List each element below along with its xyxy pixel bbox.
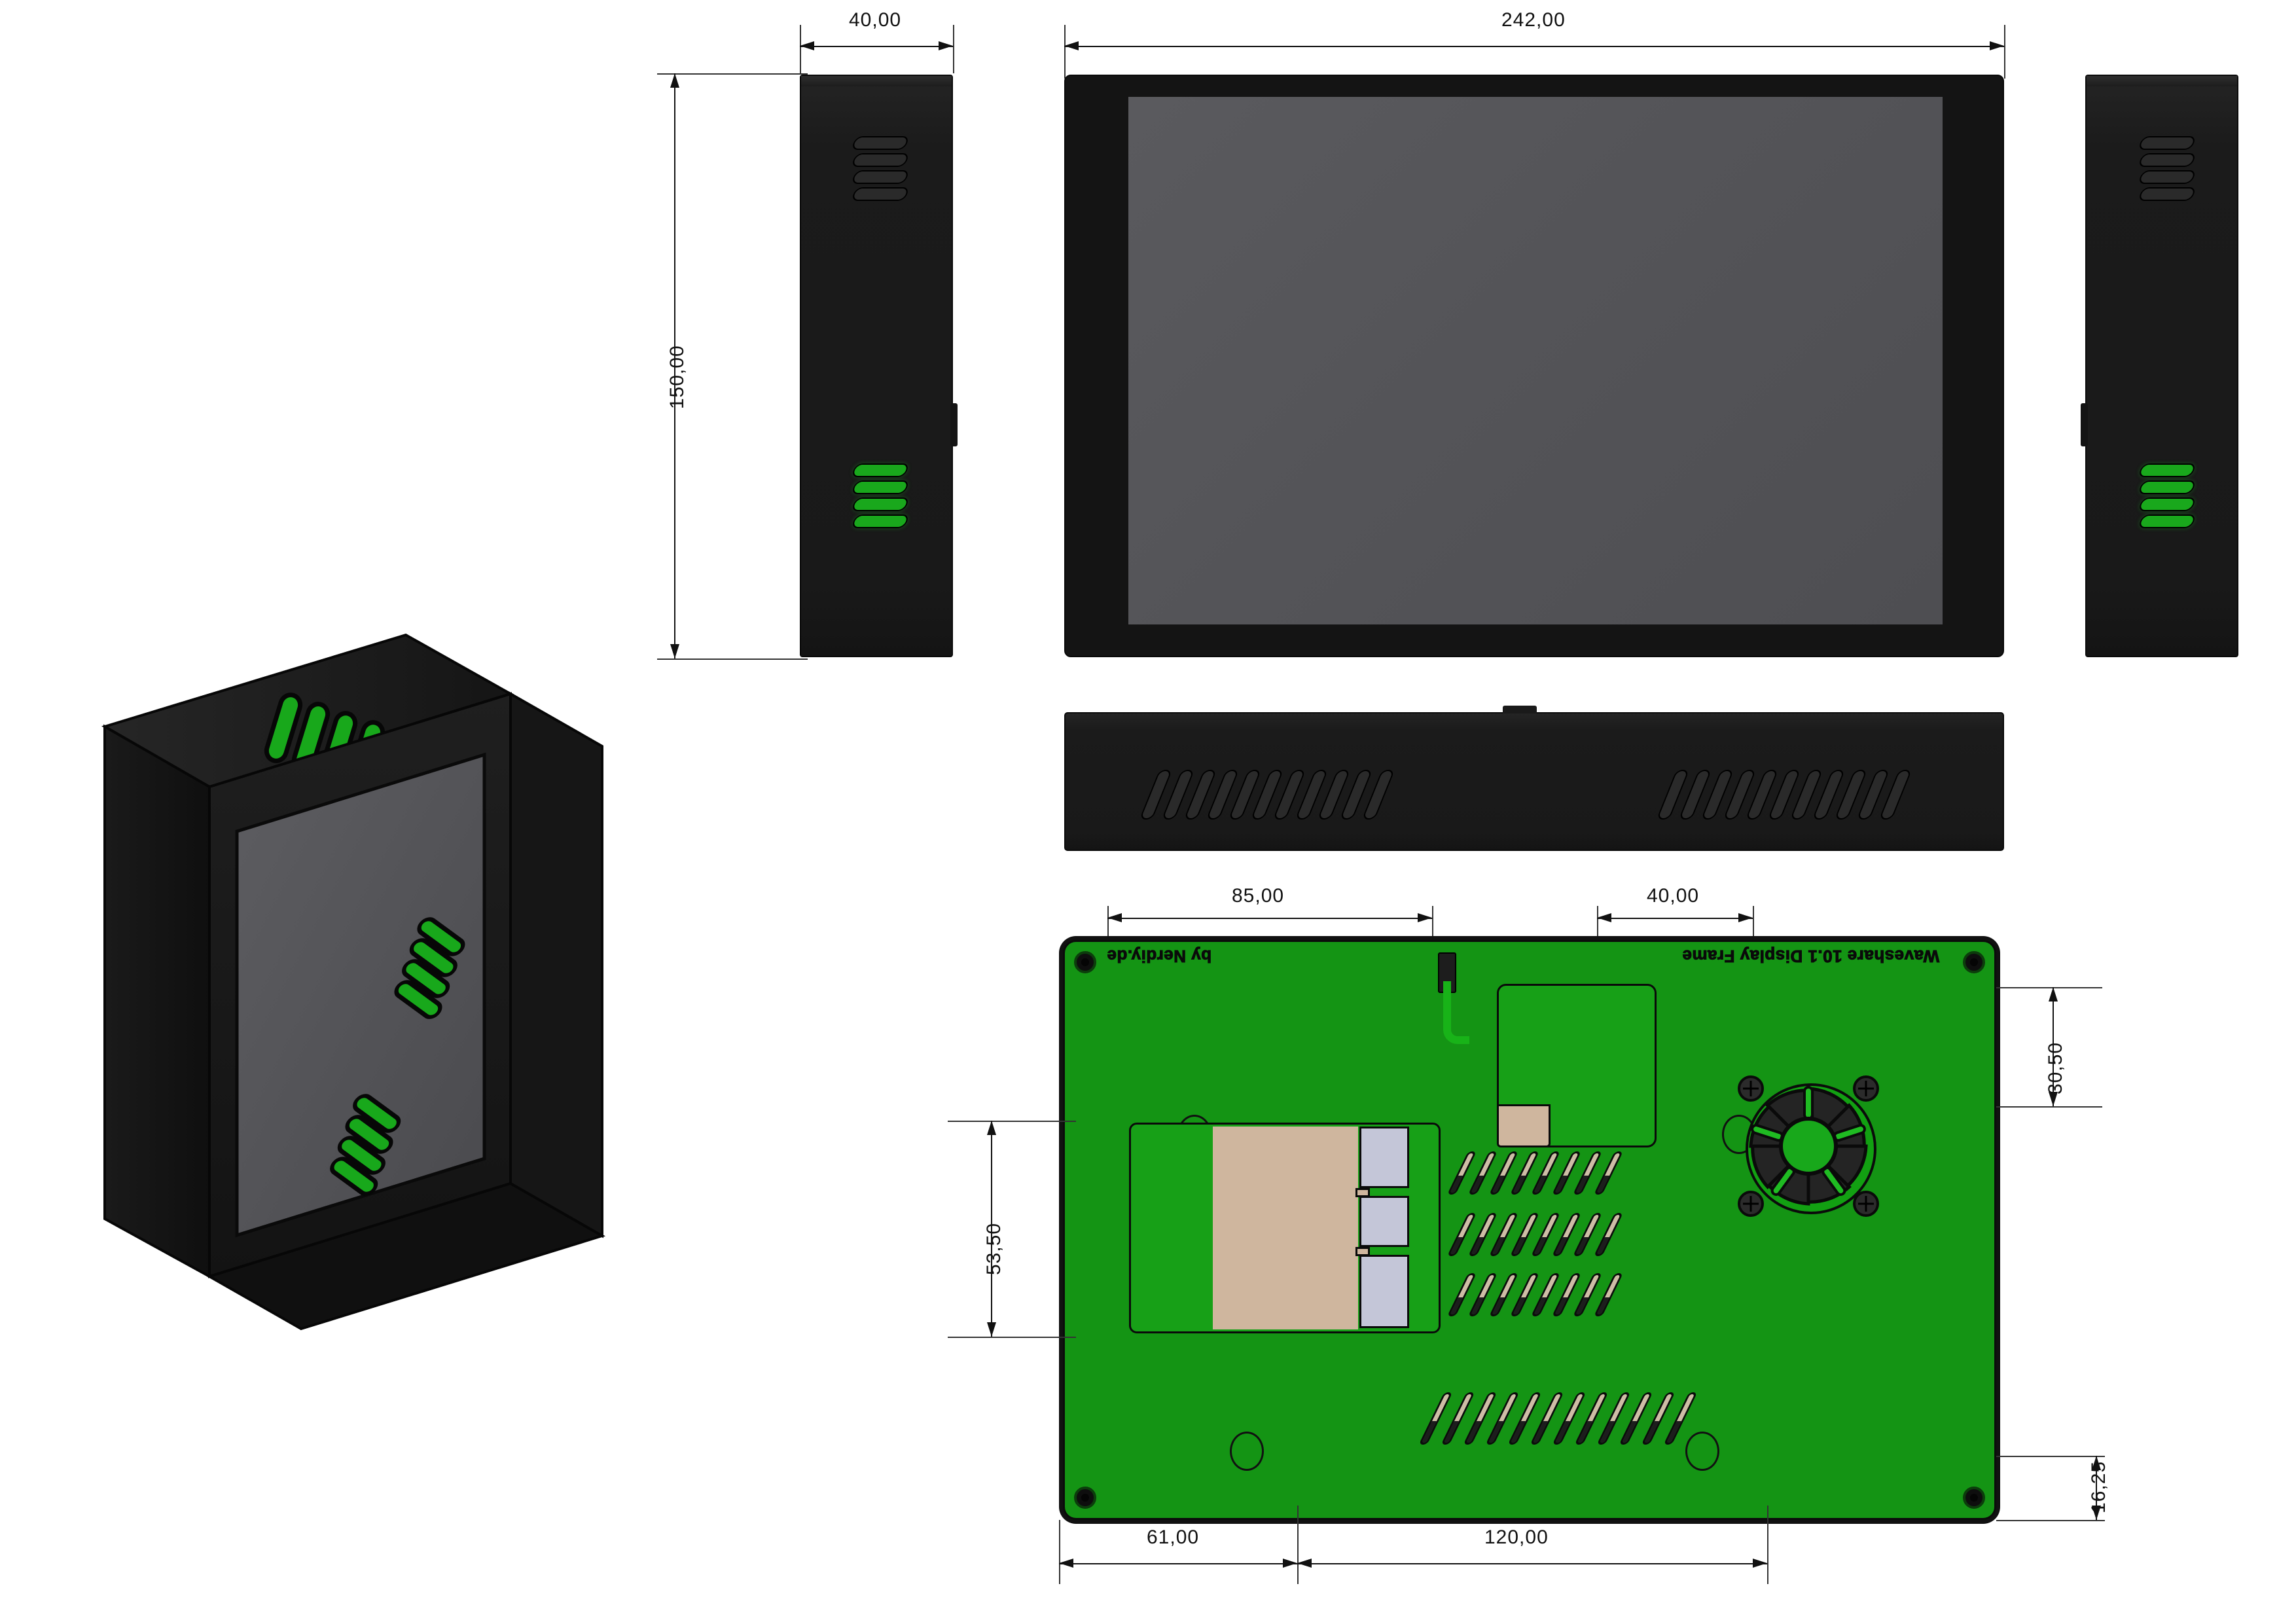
pcb-corner-screw bbox=[1963, 951, 1985, 973]
view-right-side bbox=[2081, 75, 2238, 657]
isometric-side-vents-upper bbox=[394, 917, 465, 1019]
view-left-side bbox=[800, 75, 958, 657]
pcb-connector-gap bbox=[1355, 1188, 1370, 1197]
pcb-corner-screw bbox=[1074, 1487, 1096, 1509]
view-pcb-back: Waveshare 10.1 Display Frame by Nerdiy.d… bbox=[1063, 940, 1996, 1520]
dimension-label-pcb-120: 120,00 bbox=[1484, 1526, 1549, 1548]
dimension-label-pcb-30-50: 30,50 bbox=[2045, 1041, 2066, 1094]
pcb-connector-gap bbox=[1355, 1247, 1370, 1256]
dimension-label-width: 242,00 bbox=[1501, 9, 1566, 31]
fan-screw bbox=[1738, 1075, 1764, 1102]
pcb-author-label: by Nerdiy.de bbox=[1107, 947, 1212, 967]
pcb-corner-screw bbox=[1074, 951, 1096, 973]
pcb-connector-usb-lower bbox=[1359, 1255, 1409, 1328]
fan-screw bbox=[1853, 1191, 1879, 1217]
fan-blades-svg bbox=[1749, 1086, 1868, 1206]
dimension-label-pcb-85: 85,00 bbox=[1232, 885, 1285, 907]
pcb-corner-screw bbox=[1963, 1487, 1985, 1509]
pcb-mounting-hole bbox=[1230, 1432, 1264, 1471]
pcb-connector-usb-upper bbox=[1359, 1196, 1409, 1247]
view-isometric bbox=[65, 622, 851, 1407]
dimension-label-pcb-40: 40,00 bbox=[1647, 885, 1700, 907]
dimension-label-height: 150,00 bbox=[666, 345, 688, 409]
pcb-cutout-tan-tab bbox=[1497, 1104, 1551, 1147]
isometric-side-vents-lower bbox=[330, 1094, 401, 1196]
view-front bbox=[1064, 75, 2004, 657]
pcb-module-tan-area bbox=[1213, 1127, 1358, 1329]
dimension-label-pcb-61: 61,00 bbox=[1147, 1526, 1200, 1548]
isometric-svg bbox=[101, 633, 605, 1331]
display-screen bbox=[1128, 97, 1943, 624]
dimension-label-pcb-53-50: 53,50 bbox=[983, 1222, 1005, 1275]
pcb-title-label: Waveshare 10.1 Display Frame bbox=[1681, 947, 1939, 967]
pcb-mounting-hole bbox=[1685, 1432, 1719, 1471]
fan-screw bbox=[1853, 1075, 1879, 1102]
dimension-label-pcb-16-25: 16,25 bbox=[2088, 1460, 2109, 1513]
view-top bbox=[1064, 706, 2004, 851]
fan-screw bbox=[1738, 1191, 1764, 1217]
pcb-fan-assembly bbox=[1738, 1075, 1879, 1217]
pcb-connector-ethernet bbox=[1359, 1127, 1409, 1188]
dimension-label-depth: 40,00 bbox=[849, 9, 902, 31]
